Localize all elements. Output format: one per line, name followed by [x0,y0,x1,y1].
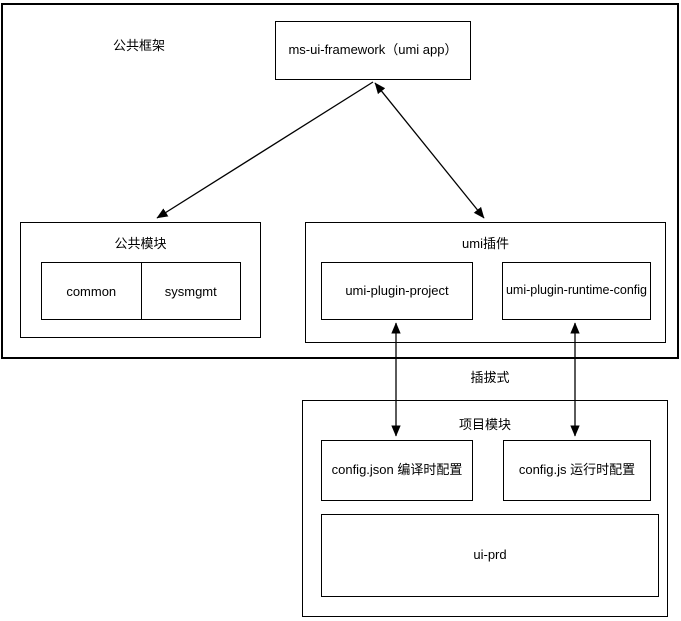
node-ms-ui-framework: ms-ui-framework（umi app） [275,21,471,80]
node-common: common [41,262,142,320]
umi-plugins-title: umi插件 [462,236,509,251]
node-config-json: config.json 编译时配置 [321,440,473,501]
node-config-js: config.js 运行时配置 [503,440,651,501]
node-umi-plugin-project: umi-plugin-project [321,262,473,320]
node-ui-prd: ui-prd [321,514,659,597]
group-umi-plugins: umi插件 umi-plugin-project umi-plugin-runt… [305,222,666,343]
pluggable-label: 插拔式 [470,370,510,385]
node-umi-plugin-runtime-config: umi-plugin-runtime-config [502,262,651,320]
public-module-title: 公共模块 [114,236,167,251]
group-project-module: 项目模块 config.json 编译时配置 config.js 运行时配置 u… [302,400,668,617]
group-public-module: 公共模块 common sysmgmt [20,222,261,338]
node-sysmgmt: sysmgmt [141,262,241,320]
framework-container-box [1,3,679,359]
framework-area-label: 公共框架 [112,38,165,53]
public-module-cells: common sysmgmt [41,262,241,320]
project-module-title: 项目模块 [458,417,511,432]
